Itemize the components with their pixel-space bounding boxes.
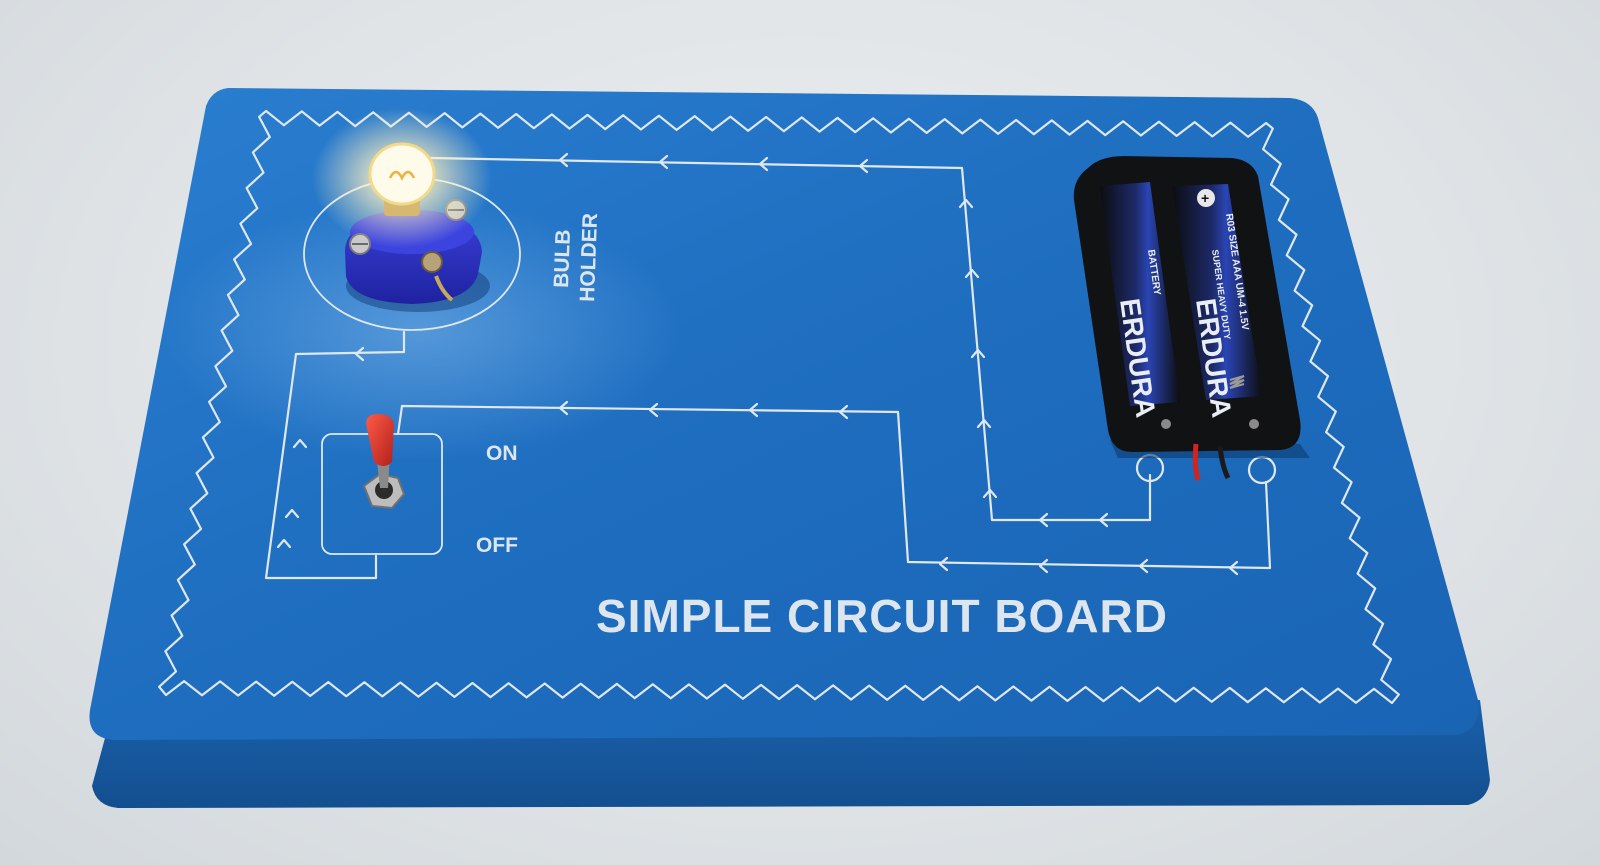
arrow-icon	[982, 488, 998, 499]
trace-top	[428, 156, 1152, 522]
arrow-icon	[938, 556, 949, 572]
rivet-icon	[1249, 419, 1259, 429]
arrow-icon	[970, 348, 986, 359]
arrow-icon	[1228, 560, 1239, 576]
wire-lead	[434, 275, 454, 302]
battery-wire-red	[1192, 443, 1201, 481]
battery-plus-icon	[1197, 189, 1215, 207]
plus-glyph: +	[1201, 190, 1209, 206]
battery-cell	[1100, 182, 1180, 406]
battery-cell	[1172, 184, 1262, 400]
arrow-icon	[354, 346, 365, 362]
current-direction-arrows	[276, 152, 1239, 576]
arrow-icon	[748, 402, 759, 418]
arrow-icon	[658, 154, 669, 170]
switch-bushing	[375, 481, 393, 499]
bulb-holder-label-line2: HOLDER	[576, 213, 602, 302]
trace-bulb-to-switch	[264, 330, 406, 580]
arrow-icon	[1038, 512, 1049, 528]
arrow-icon	[648, 402, 659, 418]
switch-cap[interactable]	[366, 414, 394, 466]
toggle-switch[interactable]	[321, 414, 443, 555]
bulb-holder	[303, 108, 521, 331]
battery-wire-black	[1217, 445, 1231, 480]
arrow-icon	[1138, 558, 1149, 574]
arrow-icon	[958, 198, 974, 209]
battery-holder: + ERDURA ERDURA R03 SIZE AAA UM-4 1.5V S…	[1073, 156, 1310, 481]
arrow-icon	[858, 158, 869, 174]
screw-icon	[421, 251, 443, 273]
arrow-icon	[558, 400, 569, 416]
trace-switch-to-battery	[396, 404, 1272, 570]
arrow-icon	[558, 152, 569, 168]
arrow-icon	[1098, 512, 1109, 528]
arrow-icon	[1038, 558, 1049, 574]
switch-on-label: ON	[486, 442, 518, 465]
battery-spring	[1229, 375, 1245, 389]
zigzag-border	[158, 109, 1400, 705]
bulb-holder-label-line1: BULB	[550, 229, 575, 288]
bulb-icon	[368, 142, 436, 206]
arrow-icon	[964, 268, 980, 279]
rivet-icon	[1161, 419, 1171, 429]
arrow-icon	[284, 508, 300, 519]
board-title: SIMPLE CIRCUIT BOARD	[596, 590, 1168, 642]
arrow-icon	[276, 538, 292, 549]
switch-off-label: OFF	[476, 534, 518, 557]
bulb-filament	[388, 170, 416, 181]
arrow-icon	[292, 438, 308, 449]
arrow-icon	[838, 404, 849, 420]
arrow-icon	[758, 156, 769, 172]
arrow-icon	[976, 418, 992, 429]
